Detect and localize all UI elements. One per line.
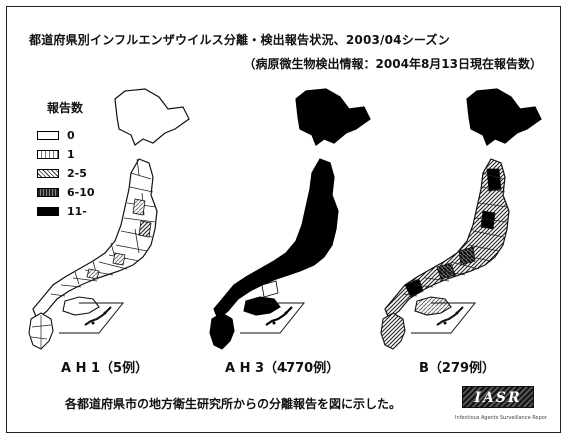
map-ah3-white-patch [261, 280, 279, 298]
legend-item-4: 11- [37, 202, 109, 221]
decorative-dot [285, 369, 287, 371]
map-ah1-label: A H 1（5例） [61, 361, 149, 376]
map-ah3-island-b [284, 311, 288, 315]
map-b-dark-region-kansai [436, 262, 456, 280]
map-ah3-shikoku [243, 296, 281, 316]
legend-title: 報告数 [47, 101, 84, 115]
legend-label-1: 1 [67, 148, 75, 161]
map-ah3-okinawa [265, 306, 293, 326]
map-b-island-a [443, 321, 447, 325]
map-ah1-inset-frame [59, 302, 125, 334]
map-b-svg [380, 88, 542, 350]
legend-label-3: 6-10 [67, 186, 95, 199]
map-ah1-okinawa [84, 306, 112, 326]
map-b-kyushu [380, 312, 406, 350]
map-ah1-patterned-prefecture-b [138, 220, 152, 238]
map-b-hokkaido [466, 88, 542, 146]
legend-swatch-2 [37, 169, 59, 178]
legend-swatch-3 [37, 188, 59, 197]
footer-note: 各都道府県市の地方衛生研究所からの分離報告を図に示した。 [65, 397, 402, 411]
map-ah3-label: A H 3（4770例） [225, 361, 340, 376]
map-ah3-honshu [213, 158, 339, 320]
map-ah1-hokkaido [114, 88, 190, 146]
legend-item-0: 0 [37, 126, 109, 145]
map-ah1-island-a [91, 321, 95, 325]
map-ah1-svg [28, 88, 190, 350]
iasr-logo-subtext: Infectious Agents Surveillance Report [455, 415, 547, 421]
map-ah3-island-a [272, 321, 276, 325]
map-ah3 [204, 71, 374, 356]
map-ah1-honshu [32, 158, 158, 320]
map-b-prefecture-lines [402, 172, 509, 297]
map-b-honshu [384, 158, 510, 320]
map-ah1 [23, 71, 193, 356]
legend-label-0: 0 [67, 129, 75, 142]
map-b-shikoku [414, 296, 452, 316]
legend-swatch-0 [37, 131, 59, 140]
map-ah1-shikoku [62, 296, 100, 316]
map-ah3-hokkaido [295, 88, 371, 146]
legend-label-4: 11- [67, 205, 87, 218]
figure-subtitle: （病原微生物検出情報：2004年8月13日現在報告数） [243, 57, 542, 71]
legend-item-1: 1 [37, 145, 109, 164]
map-b-inset-frame [411, 302, 477, 334]
iasr-logo: IASR [462, 386, 534, 408]
map-b-dark-region-north [486, 168, 502, 192]
map-ah3-svg [209, 88, 371, 350]
map-b-okinawa [436, 306, 464, 326]
map-ah3-kyushu [209, 312, 235, 350]
map-ah3-inset-frame [240, 302, 306, 334]
map-ah1-patterned-prefecture-c [112, 252, 126, 266]
map-b-dark-region-west [404, 278, 424, 298]
legend-item-2: 2-5 [37, 164, 109, 183]
figure-title: 都道府県別インフルエンザウイルス分離・検出報告状況、2003/04シーズン [29, 33, 450, 47]
legend-label-2: 2-5 [67, 167, 87, 180]
figure-frame: 都道府県別インフルエンザウイルス分離・検出報告状況、2003/04シーズン （病… [6, 6, 561, 433]
legend-swatch-4 [37, 207, 59, 216]
map-ah1-patterned-prefecture-a [132, 198, 146, 216]
map-b-island-b [455, 311, 459, 315]
map-b [375, 71, 545, 356]
map-b-label: B（279例） [419, 361, 496, 376]
legend-swatch-1 [37, 150, 59, 159]
map-ah1-kyushu-lines [30, 315, 52, 349]
map-b-dark-region-central [480, 210, 496, 230]
map-ah1-patterned-prefecture-d [86, 268, 100, 280]
map-ah1-island-b [103, 311, 107, 315]
legend: 報告数 0 1 2-5 6-10 11- [37, 99, 109, 221]
legend-item-3: 6-10 [37, 183, 109, 202]
